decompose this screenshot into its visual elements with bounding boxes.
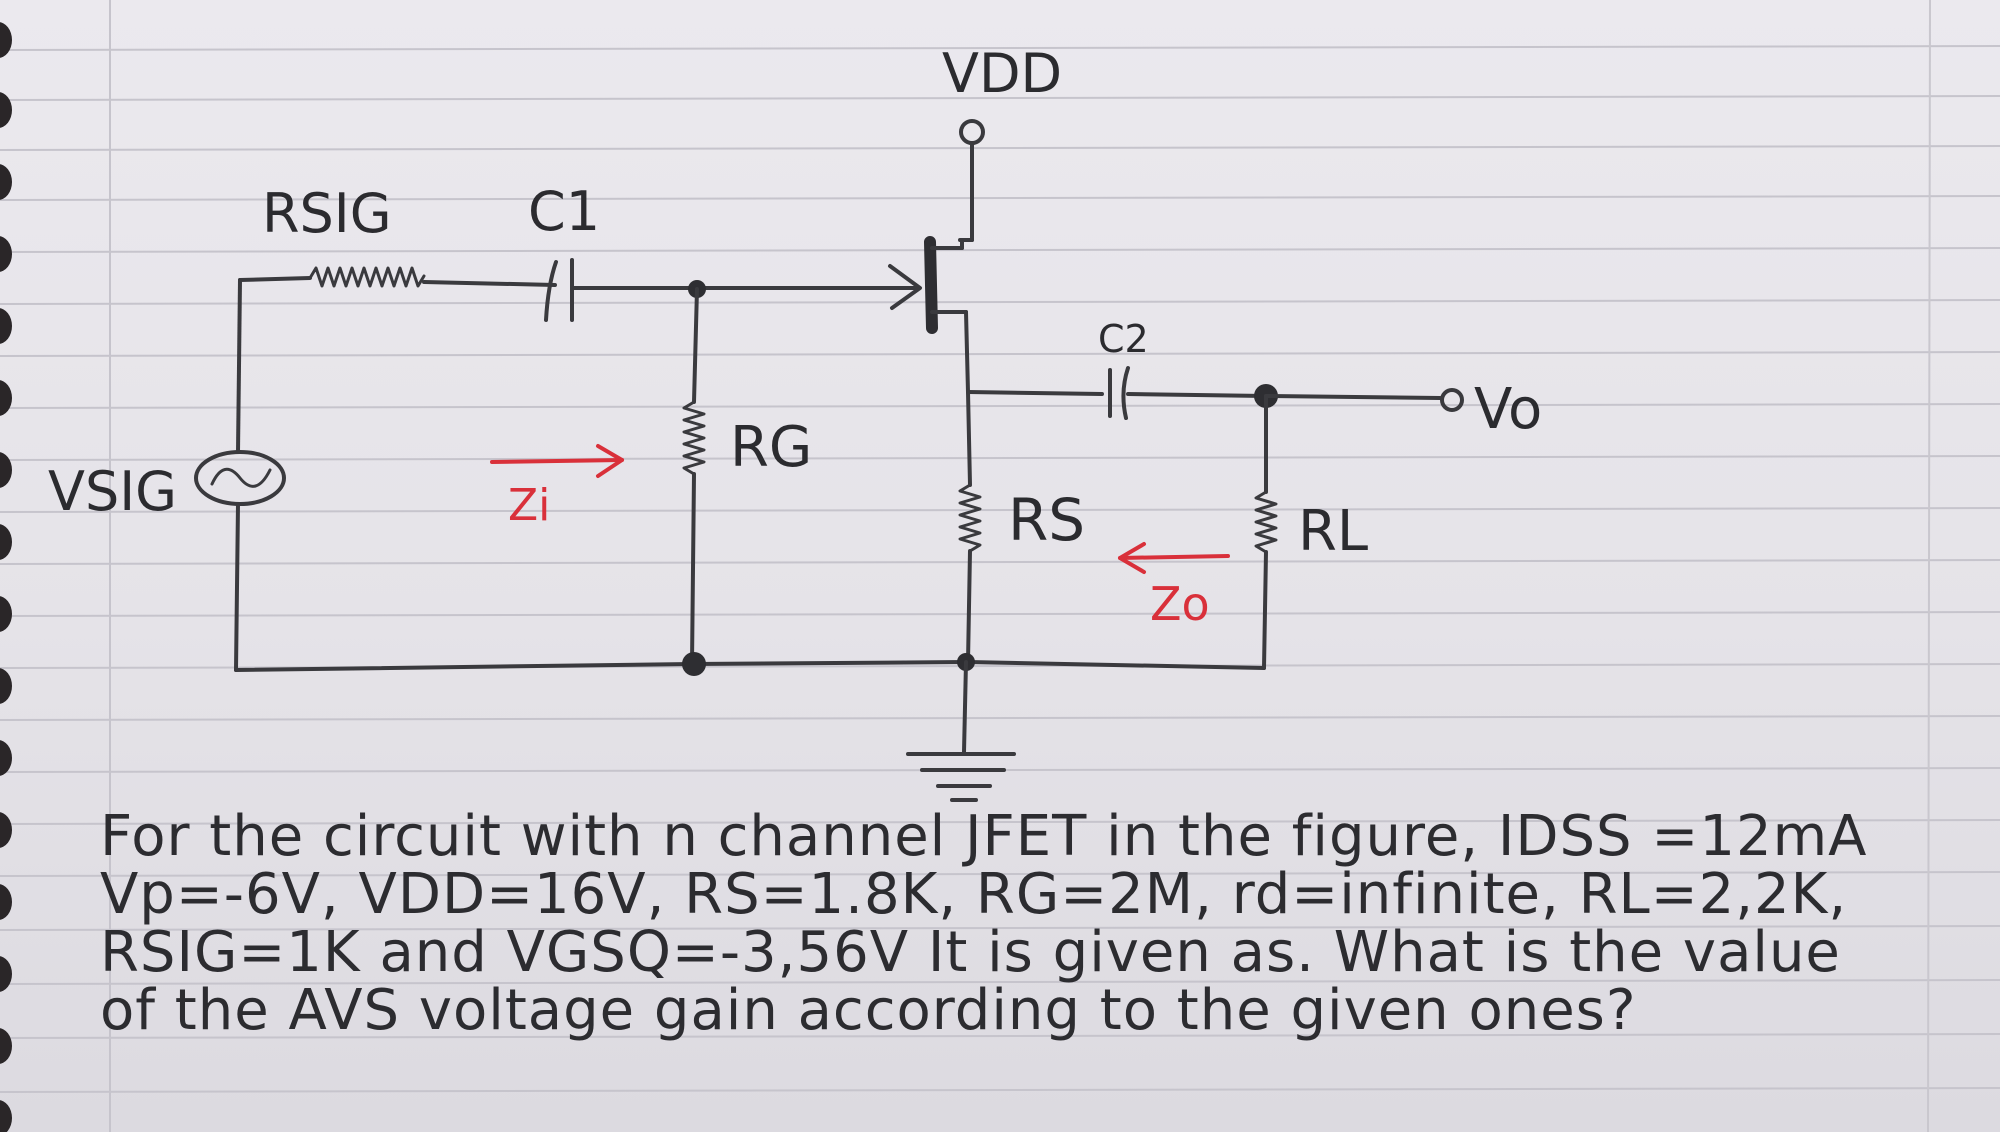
- rs-label: RS: [1008, 486, 1085, 554]
- zo-label: Zo: [1150, 577, 1210, 631]
- zo-arrow: Zo: [1118, 542, 1230, 631]
- binding-holes: [0, 22, 12, 1132]
- source-node: [966, 390, 1104, 487]
- c2-capacitor: C2: [1098, 317, 1268, 420]
- problem-statement: For the circuit with n channel JFET in t…: [100, 808, 1980, 1040]
- ground-symbol: [906, 660, 1016, 802]
- rg-label: RG: [730, 415, 812, 480]
- rl-label: RL: [1298, 499, 1368, 564]
- rl-resistor: RL: [1254, 394, 1368, 670]
- c1-capacitor: C1: [528, 180, 702, 322]
- problem-line-3: RSIG=1K and VGSQ=-3,56V It is given as. …: [100, 920, 1841, 985]
- rg-resistor: RG: [682, 287, 812, 666]
- vsig-label: VSIG: [48, 460, 177, 523]
- c2-label: C2: [1098, 317, 1149, 361]
- jfet-transistor: [924, 236, 970, 394]
- problem-line-2: Vp=-6V, VDD=16V, RS=1.8K, RG=2M, rd=infi…: [100, 862, 1848, 927]
- rs-resistor: RS: [958, 483, 1085, 664]
- vo-label: Vo: [1474, 377, 1542, 442]
- rsig-resistor: RSIG: [238, 182, 557, 288]
- output-terminal: Vo: [1254, 377, 1542, 442]
- vdd-label: VDD: [942, 42, 1062, 105]
- zi-arrow: Zi: [490, 444, 624, 531]
- zi-label: Zi: [508, 480, 550, 531]
- vsig-source: VSIG: [48, 278, 286, 672]
- rsig-label: RSIG: [262, 182, 392, 245]
- problem-line-4: of the AVS voltage gain according to the…: [100, 978, 1637, 1043]
- c1-label: C1: [528, 180, 600, 243]
- ground-rail: [234, 652, 1266, 676]
- vdd-terminal: VDD: [942, 42, 1062, 242]
- problem-line-1: For the circuit with n channel JFET in t…: [100, 804, 1868, 869]
